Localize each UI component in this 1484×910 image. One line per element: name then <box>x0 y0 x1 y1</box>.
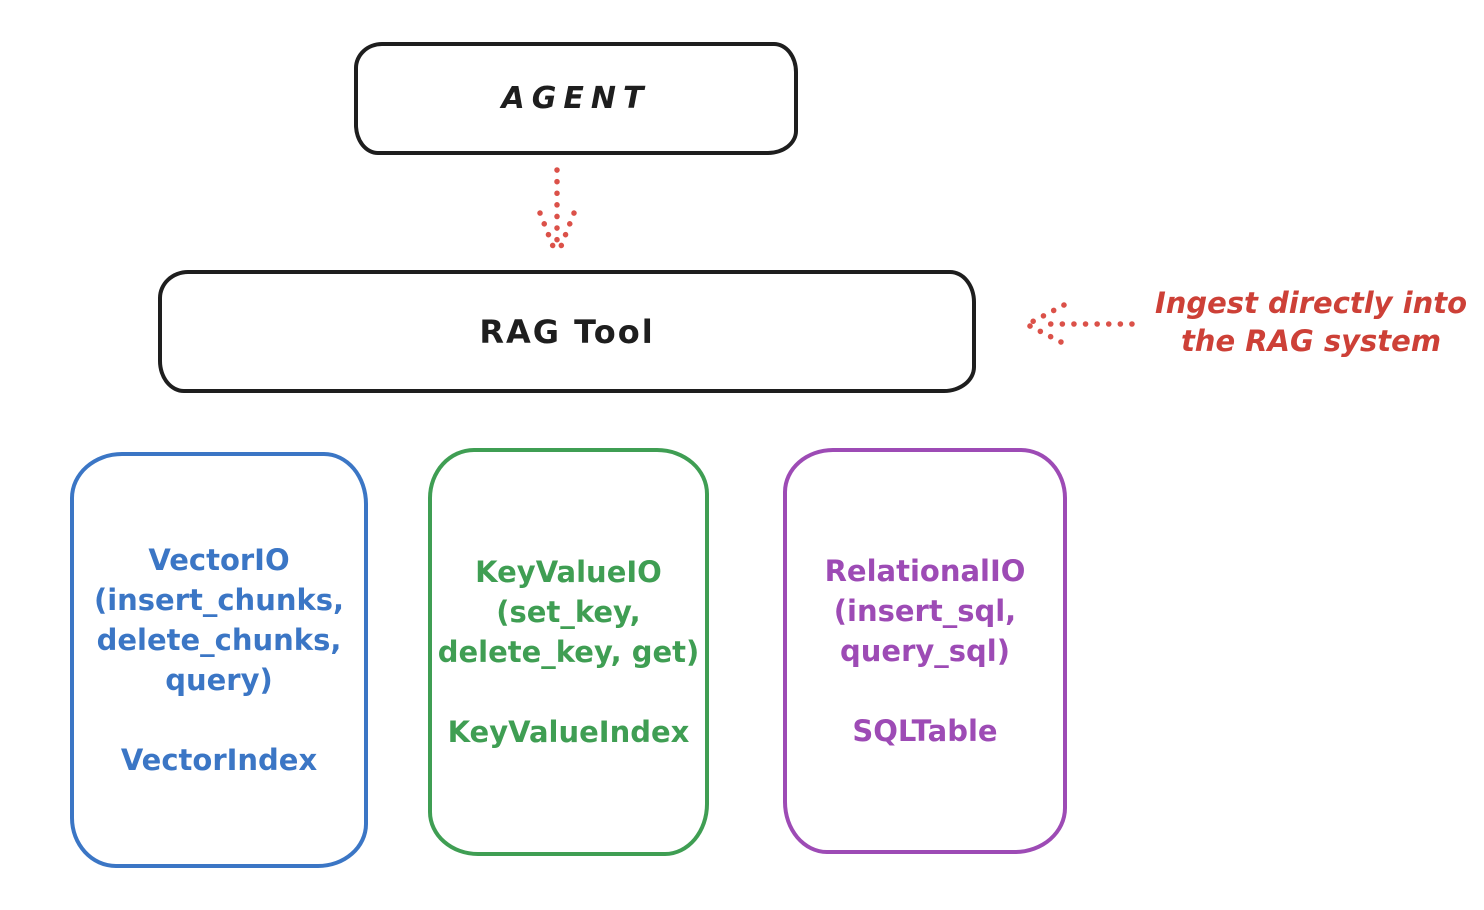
ingest-annotation-arrow <box>1025 302 1135 345</box>
vector-io-line: (insert_chunks, <box>93 583 345 617</box>
vector-index-label: VectorIndex <box>120 743 318 777</box>
keyvalue-io-methods: KeyValueIO (set_key, delete_key, get) <box>438 552 700 672</box>
agent-label: AGENT <box>501 81 651 116</box>
relational-io-box: RelationalIO (insert_sql, query_sql) SQL… <box>783 448 1067 854</box>
ingest-annotation-line1: Ingest directly into <box>1154 286 1468 320</box>
sql-table-label: SQLTable <box>852 714 998 748</box>
rag-tool-label: RAG Tool <box>479 312 655 351</box>
vector-io-line: query) <box>165 663 273 697</box>
vector-io-line: delete_chunks, <box>96 623 342 657</box>
relational-io-line: query_sql) <box>840 634 1010 668</box>
vector-io-line: VectorIO <box>148 543 290 577</box>
keyvalue-io-line: KeyValueIO <box>475 555 662 589</box>
keyvalue-io-line: delete_key, get) <box>437 635 700 669</box>
relational-io-methods: RelationalIO (insert_sql, query_sql) <box>825 551 1026 671</box>
keyvalue-io-box: KeyValueIO (set_key, delete_key, get) Ke… <box>428 448 709 856</box>
relational-io-line: RelationalIO <box>824 554 1026 588</box>
ingest-annotation-line2: the RAG system <box>1180 324 1442 358</box>
agent-to-rag-arrow <box>537 167 577 257</box>
relational-io-line: (insert_sql, <box>833 594 1017 628</box>
vector-io-box: VectorIO (insert_chunks, delete_chunks, … <box>70 452 368 868</box>
vector-io-methods: VectorIO (insert_chunks, delete_chunks, … <box>94 540 344 700</box>
agent-box: AGENT <box>354 42 798 155</box>
keyvalue-io-line: (set_key, <box>496 595 641 629</box>
ingest-annotation: Ingest directly into the RAG system <box>1138 284 1484 360</box>
keyvalue-index-label: KeyValueIndex <box>447 715 690 749</box>
rag-tool-box: RAG Tool <box>158 270 976 393</box>
